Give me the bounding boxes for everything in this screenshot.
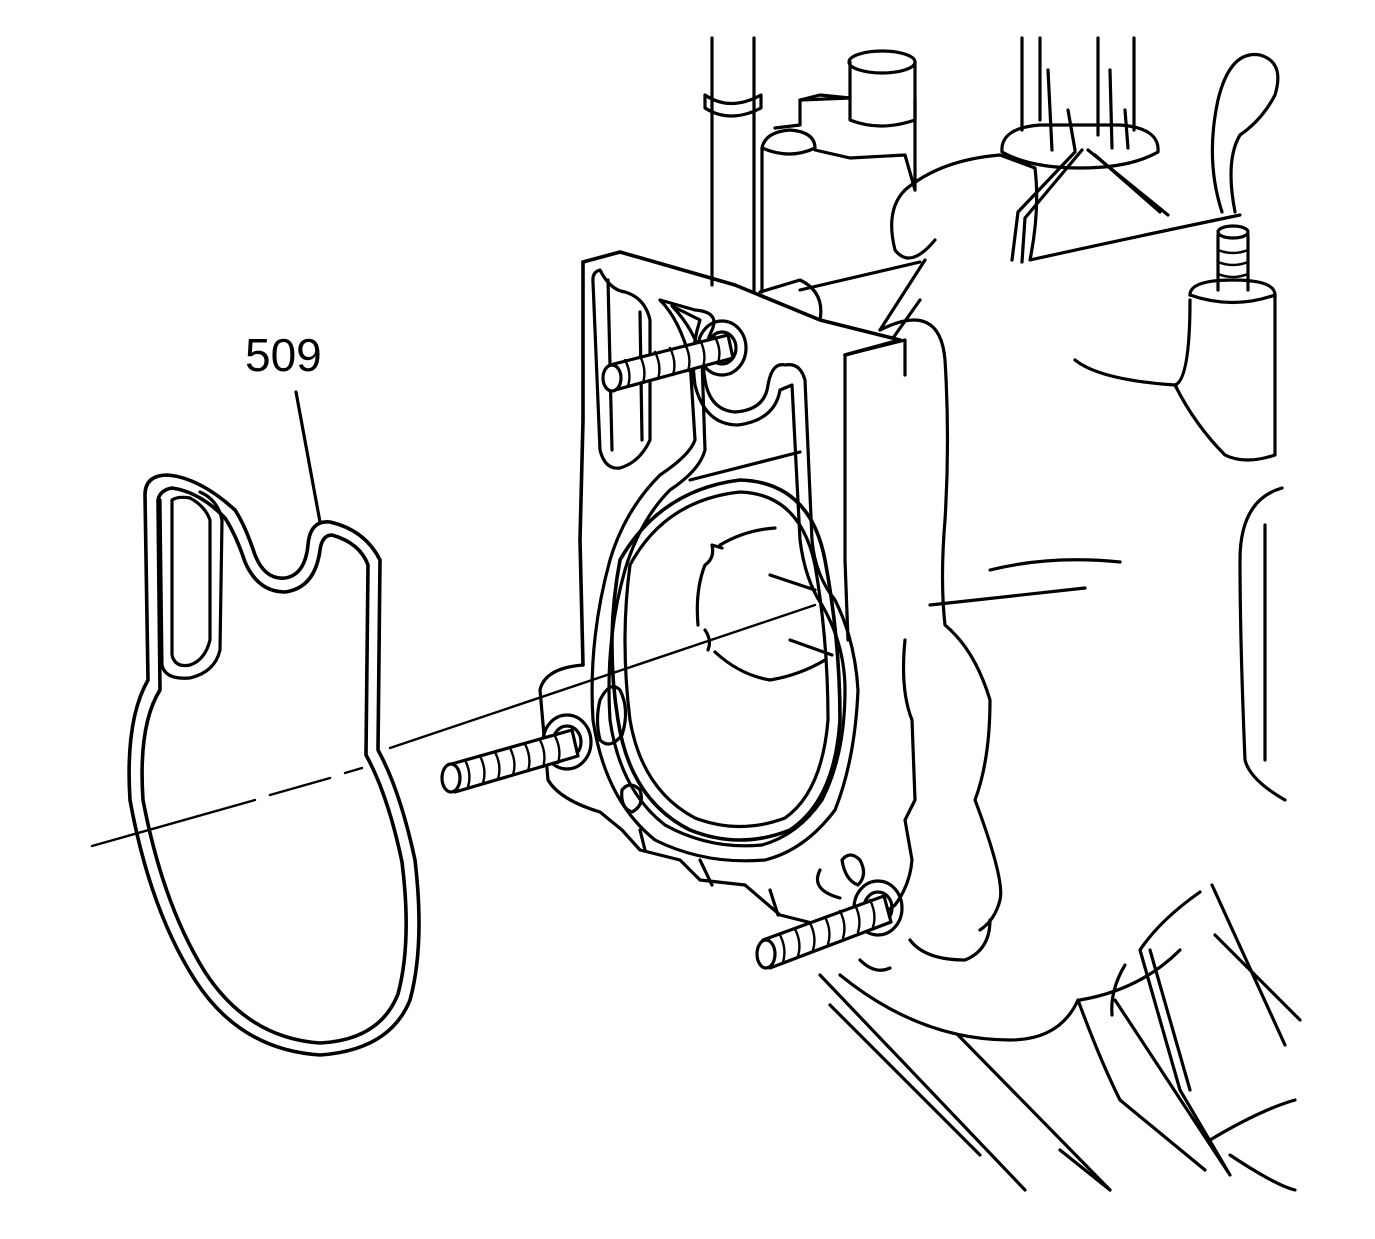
callout-509: 509: [245, 329, 322, 524]
stud-lower: [755, 879, 904, 970]
callout-leader-line: [294, 390, 322, 524]
throttle-body: [538, 250, 992, 972]
engine-block-background: [703, 36, 1302, 1192]
stud-middle: [440, 713, 593, 794]
gasket-509: [127, 473, 421, 1057]
stud-upper: [601, 319, 748, 393]
alignment-centerline: [90, 603, 817, 848]
callout-label: 509: [245, 329, 322, 381]
